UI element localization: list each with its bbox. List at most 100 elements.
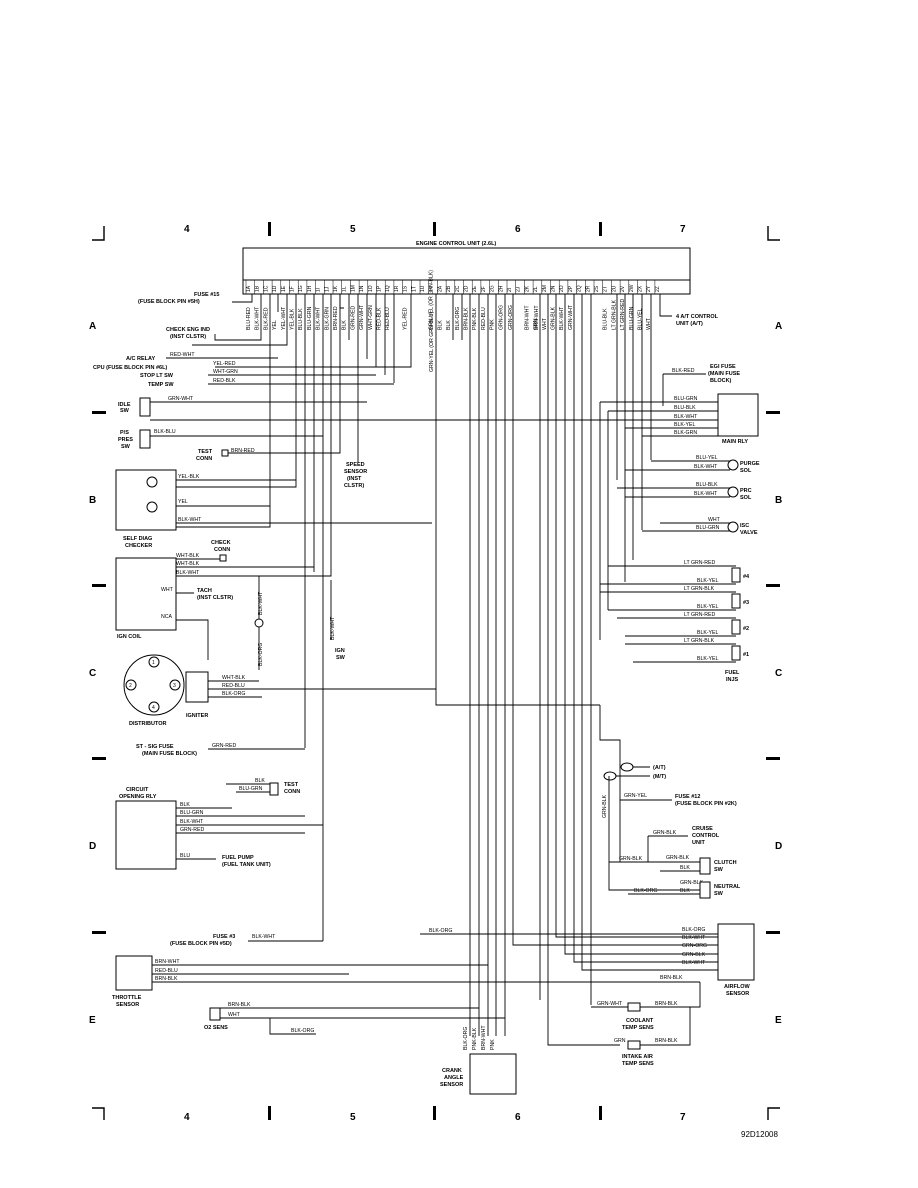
neutral-label: NEUTRAL <box>714 884 741 890</box>
purge-label: PURGE <box>740 461 760 467</box>
ecu-pin-wire-label: GRN-ORG <box>498 305 504 330</box>
tach-label2: (INST CLSTR) <box>197 595 233 601</box>
ecu-pin-wire-label: WHT-GRN <box>368 305 374 330</box>
wire-d-grn-red: GRN-RED <box>180 827 204 833</box>
wire-inj-8: BLK-YEL <box>697 656 718 662</box>
ecu-pin-wire-label: BRN-WHT <box>524 305 530 330</box>
fuse15-sub: (FUSE BLOCK PIN #5H) <box>138 299 200 305</box>
ecu-pin-label: 2K <box>524 285 530 292</box>
inj4-label: #4 <box>743 574 750 580</box>
grid-row-c: C <box>89 668 96 679</box>
wire-cool-1: GRN-WHT <box>597 1001 623 1007</box>
wire-d-blu: BLU <box>180 853 190 859</box>
grid-row-e-right: E <box>775 1015 782 1026</box>
distributor-label: DISTRIBUTOR <box>129 721 167 727</box>
ecu-pin-wire-label: BLK-RED <box>263 307 269 330</box>
self-diag-label: SELF DIAG <box>123 536 152 542</box>
ecu-pin-label: 2M <box>542 285 548 292</box>
ecu-pin-label: 1Q <box>385 285 391 292</box>
wire-yel-red: YEL-RED <box>213 361 236 367</box>
prc-label2: SOL <box>740 495 752 501</box>
grid-row-a-right: A <box>775 321 782 332</box>
wire-brn-blk: BRN-BLK <box>155 976 178 982</box>
ecu-pin-wire-label: BLU-BLK <box>298 308 304 330</box>
ecu-pin-wire-label: BRN-RED <box>333 306 339 330</box>
airflow-label2: SENSOR <box>726 991 749 997</box>
stop-lt-label: STOP LT SW <box>140 373 174 379</box>
svg-text:3: 3 <box>173 683 176 689</box>
ecu-pin-label: 2X <box>638 285 644 292</box>
wire-brn-wht-v: BRN-WHT <box>534 305 540 330</box>
ecu-pin-label: 2A <box>437 285 443 292</box>
wire-blk-org-e: BLK-ORG <box>429 928 452 934</box>
ecu-pin-label: 2V <box>620 285 626 292</box>
ecu-pin-wire-label: YEL-WHT <box>281 306 287 330</box>
ecu-pin-wire-label: WHT <box>542 317 548 330</box>
wire-blk-wht-p2: BLK-WHT <box>694 491 718 497</box>
wire-inj-3: LT GRN-BLK <box>684 586 715 592</box>
crank-label2: ANGLE <box>444 1075 464 1081</box>
ecu-pin-label: 2G <box>490 285 496 292</box>
nca-label: NCA <box>161 614 172 620</box>
self-diag-checker: YEL-BLK YEL BLK-WHT SELF DIAG CHECKER <box>115 469 432 549</box>
check-conn-body <box>219 554 227 562</box>
crank-label: CRANK <box>442 1068 462 1074</box>
ecu-pin-wire-label: GRN-BLK <box>551 306 557 330</box>
throttle-o2-area: THROTTLE SENSOR BRN-WHT RED-BLU BRN-BLK … <box>112 928 718 1035</box>
wire-wht-blk2: WHT-BLK <box>176 561 200 567</box>
coolant-label: COOLANT <box>626 1018 654 1024</box>
ecu-pin-wire-label: BRN-BLK <box>464 307 470 330</box>
speed-sensor-label2: SENSOR <box>344 469 367 475</box>
figure-code: 92D12008 <box>741 1130 778 1139</box>
ecu-pin-wire-label: BLK-GRN <box>324 307 330 330</box>
ecu-pin-label: 1K <box>333 285 339 292</box>
svg-text:4: 4 <box>152 705 155 711</box>
temp-sw-label: TEMP SW <box>148 382 174 388</box>
ecu-pin-label: 1T <box>411 286 417 292</box>
ecu-pin-label: 1C <box>263 285 269 292</box>
wire-yel-blk: YEL-BLK <box>178 474 200 480</box>
wire-blk-n: BLK <box>680 888 690 894</box>
isc-label: ISC <box>740 523 749 529</box>
wire-af-2: BLK-WHT <box>682 935 706 941</box>
fuel-pump-label2: (FUEL TANK UNIT) <box>222 862 271 868</box>
wire-inj-1: LT GRN-RED <box>684 560 715 566</box>
wire-blk-wht-v: BLK-WHT <box>258 591 264 615</box>
left-inputs-a: FUSE #15 (FUSE BLOCK PIN #5H) CHECK ENG … <box>93 292 394 489</box>
grid-col-4: 4 <box>184 224 190 235</box>
o2-sens-body <box>209 1007 221 1021</box>
prc-label: PRC <box>740 488 752 494</box>
wire-wht: WHT <box>161 587 174 593</box>
wire-blk-wht-f3: BLK-WHT <box>252 934 276 940</box>
wire-grn-red: GRN-RED <box>212 743 236 749</box>
ign-coil-cap <box>254 618 264 628</box>
ecu-pin-wire-label: BLK-WHT <box>255 306 261 330</box>
grid-col-5: 5 <box>350 224 356 235</box>
throttle-label: THROTTLE <box>112 995 142 1001</box>
circuit-rly-body <box>115 800 177 870</box>
ecu-pin-label: 2P <box>568 285 574 292</box>
solenoids: BLU-YEL BLK-WHT PURGE SOL BLU-BLK BLK-WH… <box>617 455 760 536</box>
grid-row-a: A <box>89 321 96 332</box>
right-side-a: 4 A/T CONTROL UNIT (A/T) EGI FUSE (MAIN … <box>150 314 759 445</box>
wire-red-blu: RED-BLU <box>222 683 245 689</box>
test-conn-body <box>221 449 229 457</box>
self-diag-body <box>115 469 177 531</box>
ecu-pin-label: 2J <box>516 286 522 292</box>
test-conn-d-body <box>269 782 279 796</box>
ecu-pin-label: 2C <box>455 285 461 292</box>
ign-sw-label: IGN <box>335 648 345 654</box>
coolant-label2: TEMP SENS <box>622 1025 654 1031</box>
prc-sol-body <box>727 486 739 498</box>
check-eng-label: CHECK ENG IND <box>166 327 210 333</box>
fuse3-sub: (FUSE BLOCK PIN #5D) <box>170 941 232 947</box>
ecu-pin-wire-label: BLK <box>342 320 348 330</box>
ecu-pin-label: 2E <box>472 285 478 292</box>
wire-grn-blk-c2: GRN-BLK <box>619 856 643 862</box>
wire-blu-yel: BLU-YEL <box>696 455 718 461</box>
ecu-pin-wire-label: RED-BLU <box>481 307 487 330</box>
at-control-label2: UNIT (A/T) <box>676 321 703 327</box>
ecu-pin-wire-label: GRN <box>533 318 539 330</box>
